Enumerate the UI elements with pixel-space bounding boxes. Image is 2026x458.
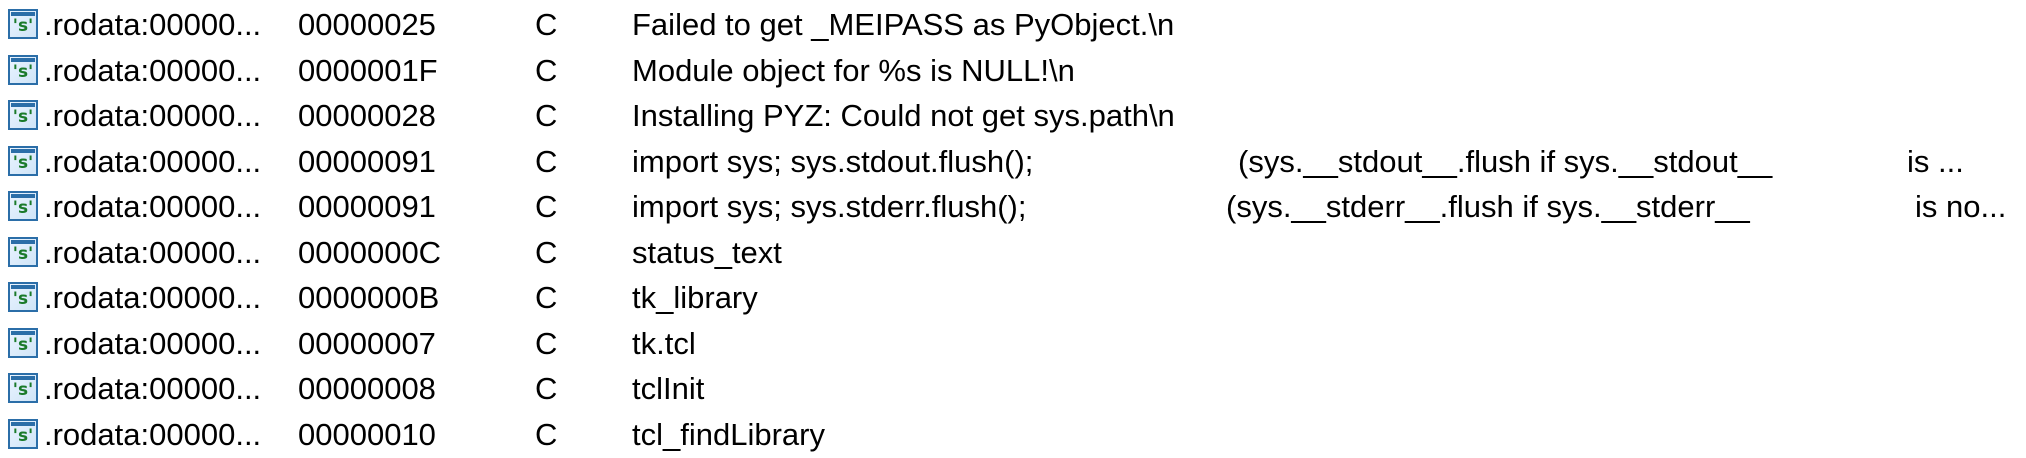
- string-part: (sys.__stdout__.flush if sys.__stdout__: [1238, 143, 1773, 179]
- address-cell: .rodata:00000...: [44, 234, 262, 270]
- length-cell: 0000001F: [298, 52, 438, 88]
- string-cell: tk_library: [632, 280, 758, 315]
- string-s-icon: 's': [8, 191, 38, 221]
- table-row[interactable]: 's' .rodata:00000... 00000007 C tk.tcl: [0, 321, 2026, 367]
- length-cell: 00000025: [298, 7, 436, 42]
- type-cell: C: [535, 143, 558, 179]
- length-cell: 00000028: [298, 98, 436, 133]
- type-cell: C: [535, 234, 558, 270]
- type-cell: C: [535, 325, 558, 361]
- icon-glyph: 's': [12, 152, 34, 173]
- address-cell: .rodata:00000...: [44, 371, 262, 406]
- type-cell: C: [535, 52, 558, 88]
- type-cell: C: [535, 7, 558, 42]
- table-row[interactable]: 's' .rodata:00000... 00000091 C import s…: [0, 184, 2026, 230]
- length-cell: 00000091: [298, 189, 436, 224]
- string-part: import sys; sys.stderr.flush();: [632, 189, 1027, 224]
- icon-glyph: 's': [12, 334, 34, 355]
- table-row[interactable]: 's' .rodata:00000... 00000025 C Failed t…: [0, 2, 2026, 48]
- table-row[interactable]: 's' .rodata:00000... 00000091 C import s…: [0, 139, 2026, 185]
- length-cell: 00000007: [298, 325, 436, 361]
- string-part: (sys.__stderr__.flush if sys.__stderr__: [1226, 189, 1750, 224]
- type-cell: C: [535, 98, 558, 133]
- address-cell: .rodata:00000...: [44, 416, 262, 452]
- address-cell: .rodata:00000...: [44, 280, 262, 315]
- string-cell: tclInit: [632, 371, 705, 406]
- table-row[interactable]: 's' .rodata:00000... 0000000C C status_t…: [0, 230, 2026, 276]
- icon-glyph: 's': [12, 425, 34, 446]
- address-cell: .rodata:00000...: [44, 143, 262, 179]
- string-s-icon: 's': [8, 236, 38, 267]
- string-cell: tcl_findLibrary: [632, 416, 825, 452]
- string-part: is no...: [1915, 189, 2007, 224]
- string-s-icon: 's': [8, 9, 38, 39]
- string-cell: status_text: [632, 234, 782, 270]
- icon-glyph: 's': [12, 243, 34, 264]
- icon-glyph: 's': [12, 16, 34, 36]
- length-cell: 0000000C: [298, 234, 442, 270]
- address-cell: .rodata:00000...: [44, 325, 262, 361]
- table-row[interactable]: 's' .rodata:00000... 00000010 C tcl_find…: [0, 412, 2026, 458]
- string-cell: Failed to get _MEIPASS as PyObject.\n: [632, 7, 1175, 42]
- table-row[interactable]: 's' .rodata:00000... 00000008 C tclInit: [0, 366, 2026, 412]
- string-cell: import sys; sys.stderr.flush(); (sys.__s…: [632, 184, 2022, 230]
- string-part: is ...: [1907, 143, 1964, 179]
- icon-glyph: 's': [12, 61, 34, 82]
- address-cell: .rodata:00000...: [44, 189, 262, 224]
- string-s-icon: 's': [8, 54, 38, 85]
- string-part: import sys; sys.stdout.flush();: [632, 143, 1034, 179]
- string-s-icon: 's': [8, 282, 38, 312]
- string-cell: tk.tcl: [632, 325, 696, 361]
- table-row[interactable]: 's' .rodata:00000... 0000001F C Module o…: [0, 48, 2026, 94]
- type-cell: C: [535, 416, 558, 452]
- icon-glyph: 's': [12, 289, 34, 309]
- icon-glyph: 's': [12, 198, 34, 218]
- string-s-icon: 's': [8, 418, 38, 449]
- table-row[interactable]: 's' .rodata:00000... 00000028 C Installi…: [0, 93, 2026, 139]
- icon-glyph: 's': [12, 107, 34, 127]
- length-cell: 00000091: [298, 143, 436, 179]
- string-s-icon: 's': [8, 100, 38, 130]
- table-row[interactable]: 's' .rodata:00000... 0000000B C tk_libra…: [0, 275, 2026, 321]
- string-cell: Installing PYZ: Could not get sys.path\n: [632, 98, 1175, 133]
- address-cell: .rodata:00000...: [44, 7, 262, 42]
- string-s-icon: 's': [8, 327, 38, 358]
- address-cell: .rodata:00000...: [44, 52, 262, 88]
- length-cell: 0000000B: [298, 280, 440, 315]
- length-cell: 00000008: [298, 371, 436, 406]
- length-cell: 00000010: [298, 416, 436, 452]
- string-cell: Module object for %s is NULL!\n: [632, 52, 1075, 88]
- type-cell: C: [535, 280, 558, 315]
- type-cell: C: [535, 189, 558, 224]
- type-cell: C: [535, 371, 558, 406]
- string-cell: import sys; sys.stdout.flush(); (sys.__s…: [632, 139, 2022, 185]
- string-s-icon: 's': [8, 373, 38, 403]
- string-s-icon: 's': [8, 145, 38, 176]
- address-cell: .rodata:00000...: [44, 98, 262, 133]
- icon-glyph: 's': [12, 380, 34, 400]
